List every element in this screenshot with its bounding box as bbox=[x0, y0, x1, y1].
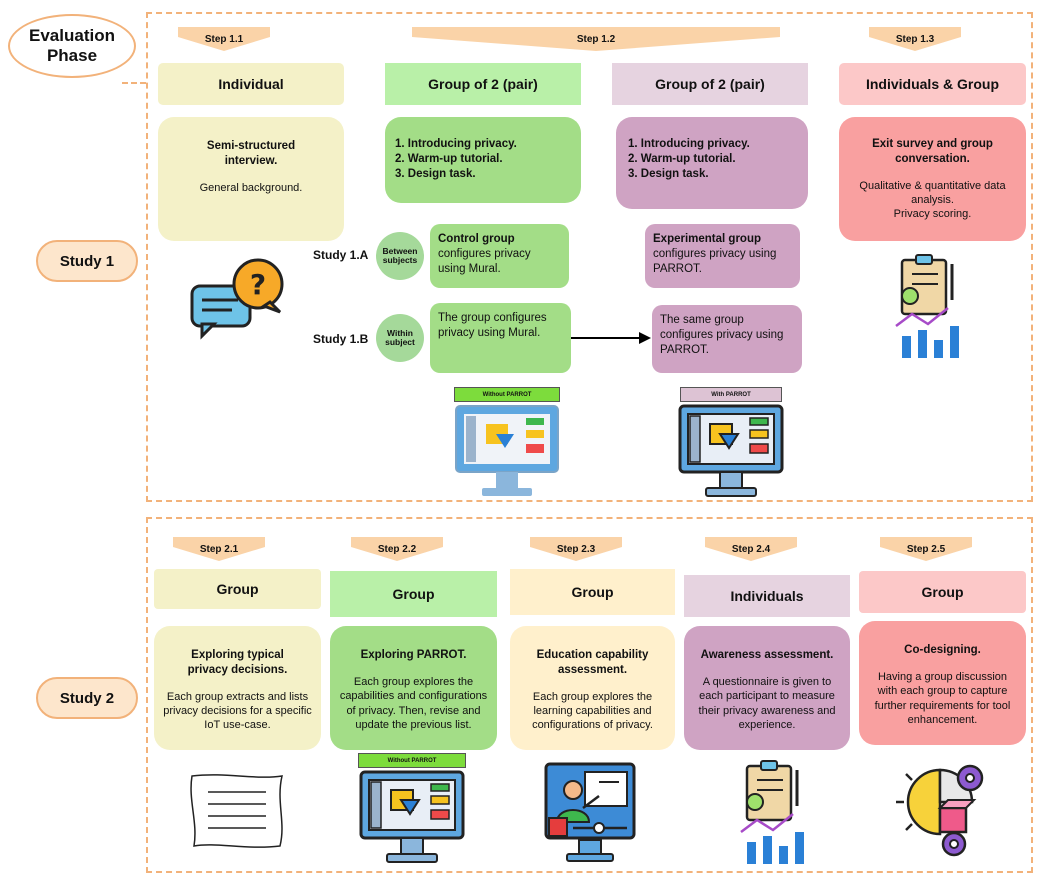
monitor-parrot-icon bbox=[357, 770, 467, 866]
card-2-1: Exploring typical privacy decisions. Eac… bbox=[154, 626, 321, 750]
document-list-icon bbox=[186, 772, 288, 850]
card-group-parrot: The same group configures privacy using … bbox=[652, 305, 802, 373]
header-2-3: Group bbox=[510, 569, 675, 615]
study2-label: Study 2 bbox=[36, 677, 138, 719]
step-arrow-1-2: Step 1.2 bbox=[412, 27, 780, 51]
header-2-2: Group bbox=[330, 571, 497, 617]
header-individual: Individual bbox=[158, 63, 344, 105]
monitor-without-parrot-icon bbox=[452, 404, 562, 500]
between-subjects-circle: Between subjects bbox=[376, 232, 424, 280]
step-arrow-2-2: Step 2.2 bbox=[351, 537, 443, 561]
innovation-gears-icon bbox=[894, 760, 990, 858]
header-individuals-group: Individuals & Group bbox=[839, 63, 1026, 105]
study2-frame bbox=[146, 517, 1033, 873]
svg-text:?: ? bbox=[250, 268, 266, 301]
clipboard-analytics-icon-2 bbox=[737, 758, 811, 866]
without-parrot-tag-2: Without PARROT bbox=[358, 753, 466, 768]
header-2-4: Individuals bbox=[684, 575, 850, 617]
card-pair-a: 1. Introducing privacy. 2. Warm-up tutor… bbox=[385, 117, 581, 203]
online-teaching-icon bbox=[543, 760, 637, 864]
card-control-group: Control group configures privacy using M… bbox=[430, 224, 569, 288]
study1-label: Study 1 bbox=[36, 240, 138, 282]
step-arrow-2-4: Step 2.4 bbox=[705, 537, 797, 561]
step-arrow-2-1: Step 2.1 bbox=[173, 537, 265, 561]
card-2-2: Exploring PARROT. Each group explores th… bbox=[330, 626, 497, 750]
card-pair-b: 1. Introducing privacy. 2. Warm-up tutor… bbox=[616, 117, 808, 209]
header-pair-b: Group of 2 (pair) bbox=[612, 63, 808, 105]
header-2-1: Group bbox=[154, 569, 321, 609]
study1-frame bbox=[146, 12, 1033, 502]
card-interview: Semi-structured interview. General backg… bbox=[158, 117, 344, 241]
card-experimental-group: Experimental group configures privacy us… bbox=[645, 224, 800, 288]
study1b-label: Study 1.B bbox=[313, 332, 369, 346]
step-arrow-2-5: Step 2.5 bbox=[880, 537, 972, 561]
step-arrow-2-3: Step 2.3 bbox=[530, 537, 622, 561]
header-2-5: Group bbox=[859, 571, 1026, 613]
evaluation-phase-label: Evaluation Phase bbox=[29, 26, 115, 65]
header-pair-a: Group of 2 (pair) bbox=[385, 63, 581, 105]
without-parrot-tag: Without PARROT bbox=[454, 387, 560, 402]
phase-connector bbox=[122, 82, 146, 84]
clipboard-analytics-icon bbox=[892, 252, 966, 360]
transition-arrow bbox=[571, 331, 651, 345]
card-2-3: Education capability assessment. Each gr… bbox=[510, 626, 675, 750]
step-arrow-1-1: Step 1.1 bbox=[178, 27, 270, 51]
card-2-5: Co-designing. Having a group discussion … bbox=[859, 621, 1026, 745]
step-arrow-1-3: Step 1.3 bbox=[869, 27, 961, 51]
within-subject-circle: Within subject bbox=[376, 314, 424, 362]
monitor-with-parrot-icon bbox=[676, 404, 786, 500]
card-exit-survey: Exit survey and group conversation. Qual… bbox=[839, 117, 1026, 241]
card-2-4: Awareness assessment. A questionnaire is… bbox=[684, 626, 850, 750]
evaluation-phase-badge: Evaluation Phase bbox=[8, 14, 136, 78]
chat-question-icon: ? bbox=[188, 256, 292, 350]
with-parrot-tag: With PARROT bbox=[680, 387, 782, 402]
card-group-mural: The group configures privacy using Mural… bbox=[430, 303, 571, 373]
study1a-label: Study 1.A bbox=[313, 248, 369, 262]
